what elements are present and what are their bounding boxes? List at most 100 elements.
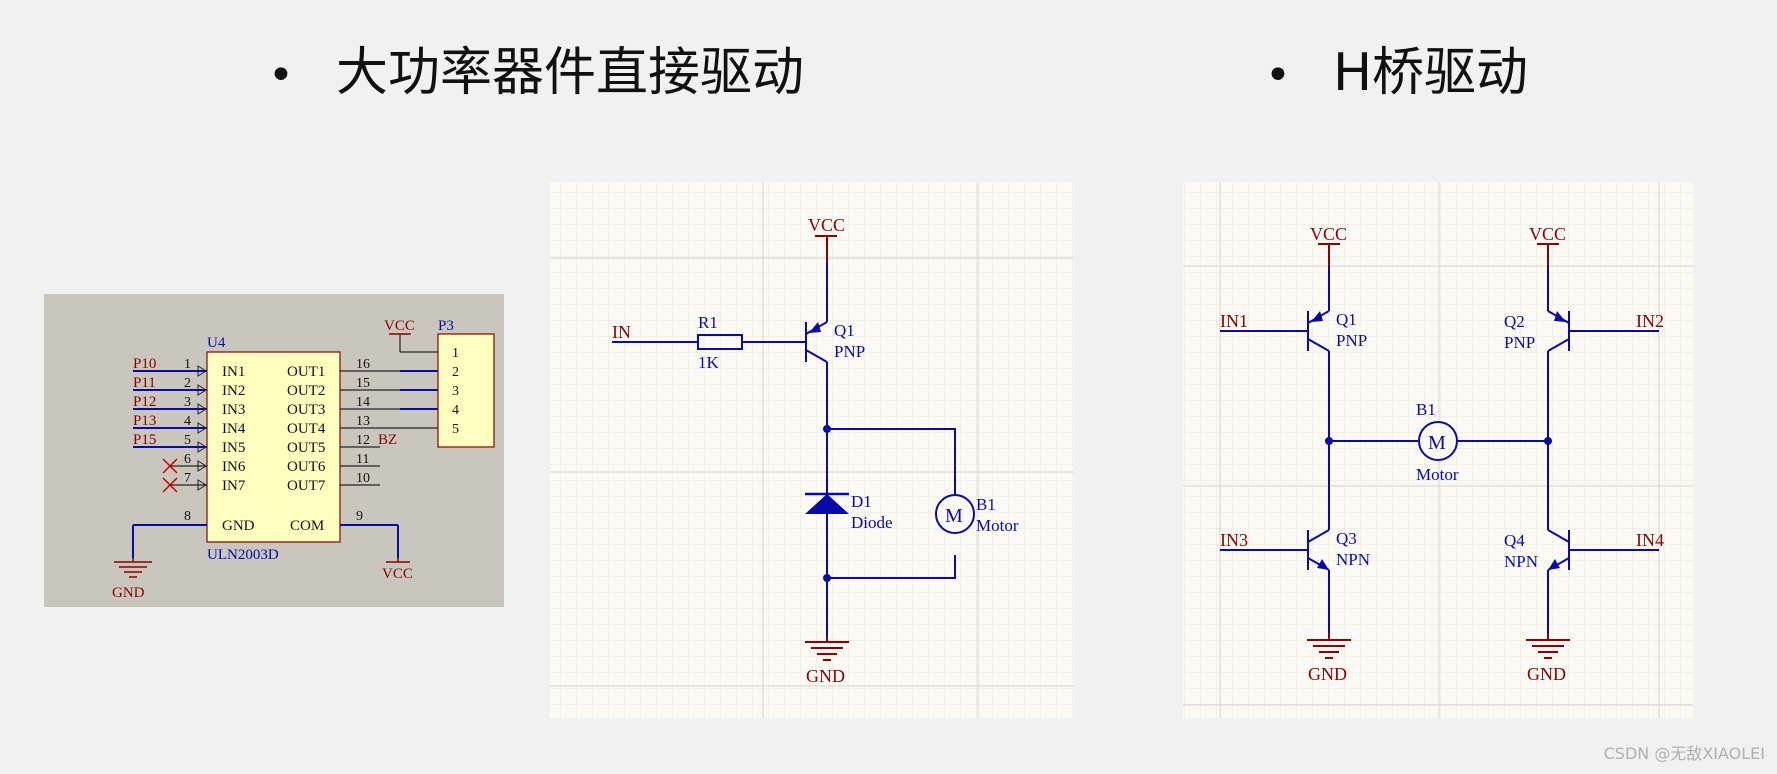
q1-ref: Q1 xyxy=(1336,310,1357,329)
pin-name: OUT1 xyxy=(287,364,325,380)
pin-name: IN2 xyxy=(222,383,245,399)
motor-ref: B1 xyxy=(1416,400,1436,419)
conn-pin: 4 xyxy=(452,403,459,418)
bullet-dot: • xyxy=(268,50,294,101)
d1-name: Diode xyxy=(851,513,893,532)
input-pin-names: IN1 IN2 IN3 IN4 IN5 IN6 IN7 xyxy=(222,364,246,494)
output-pin-numbers: 16 15 14 13 12 11 10 xyxy=(356,357,370,486)
q1-ref: Q1 xyxy=(834,321,855,340)
pin-number: 4 xyxy=(184,414,191,429)
gnd-symbol xyxy=(805,635,849,661)
watermark: CSDN @无敌XIAOLEI xyxy=(1603,744,1765,763)
q3-type: NPN xyxy=(1336,550,1370,569)
pin-name: IN5 xyxy=(222,440,245,456)
pin-name: OUT2 xyxy=(287,383,325,399)
pin-number: 3 xyxy=(184,395,191,410)
pin-name: OUT4 xyxy=(287,421,326,437)
pin-name: OUT5 xyxy=(287,440,325,456)
pin-number: 11 xyxy=(356,452,369,467)
q4-type: NPN xyxy=(1504,552,1538,571)
direct-wires xyxy=(612,262,956,635)
gnd-left-label: GND xyxy=(1308,664,1347,684)
junction-dot xyxy=(1325,437,1333,445)
pnp-arrow xyxy=(1311,311,1323,322)
net-p13: P13 xyxy=(133,413,156,429)
pin-number: 14 xyxy=(356,395,370,410)
junction-dot xyxy=(1544,437,1552,445)
net-bz: BZ xyxy=(378,432,397,448)
junction-dot xyxy=(823,425,831,433)
pin-number: 15 xyxy=(356,376,370,391)
gnd-symbol-right xyxy=(1526,633,1570,659)
pin-number: 2 xyxy=(184,376,191,391)
pin-name: IN1 xyxy=(222,364,245,380)
connector-pin-numbers: 1 2 3 4 5 xyxy=(452,346,459,437)
q4-ref: Q4 xyxy=(1504,531,1525,550)
conn-pin: 2 xyxy=(452,365,459,380)
npn-arrow xyxy=(1317,559,1329,570)
pin-number: 6 xyxy=(184,452,191,467)
chip-ref: U4 xyxy=(207,335,226,351)
q1-type: PNP xyxy=(1336,331,1367,350)
output-pins xyxy=(340,370,438,486)
pin-name: IN3 xyxy=(222,402,245,418)
motor-b1 xyxy=(935,494,975,534)
com-pin-number: 9 xyxy=(356,509,363,524)
pin-name: IN7 xyxy=(222,478,246,494)
in4-label: IN4 xyxy=(1636,530,1664,550)
in2-label: IN2 xyxy=(1636,311,1664,331)
gnd-pin-number: 8 xyxy=(184,509,191,524)
gnd-symbol xyxy=(114,558,152,578)
pnp-arrow xyxy=(1554,311,1566,322)
connector-ref: P3 xyxy=(438,318,454,334)
net-p11: P11 xyxy=(133,375,156,391)
conn-pin: 1 xyxy=(452,346,459,361)
pin-number: 5 xyxy=(184,433,191,448)
vcc-label-top: VCC xyxy=(384,318,415,334)
gnd-label: GND xyxy=(112,585,145,601)
uln2003-chip xyxy=(206,351,341,543)
q2-ref: Q2 xyxy=(1504,312,1525,331)
vcc-symbol xyxy=(386,558,410,563)
motor-name: Motor xyxy=(976,516,1019,535)
grid-major xyxy=(1183,182,1693,718)
junction-dot xyxy=(823,574,831,582)
motor-b1 xyxy=(1418,421,1458,461)
r1-ref: R1 xyxy=(698,313,718,332)
pin-number: 16 xyxy=(356,357,370,372)
conn-pin: 3 xyxy=(452,384,459,399)
motor-ref: B1 xyxy=(976,495,996,514)
gnd-right-label: GND xyxy=(1527,664,1566,684)
gnd-symbol-left xyxy=(1307,633,1351,659)
net-p12: P12 xyxy=(133,394,156,410)
title-direct-drive-text: 大功率器件直接驱动 xyxy=(335,43,804,103)
motor-symbol: M xyxy=(1428,432,1446,454)
q2-type: PNP xyxy=(1504,333,1535,352)
chip-part: ULN2003D xyxy=(207,547,279,563)
diode-d1 xyxy=(805,494,849,514)
bullet-dot: • xyxy=(1265,50,1291,101)
uln2003-schematic: U4 ULN2003D P10 P11 P12 P13 P15 1 2 3 4 xyxy=(44,294,504,607)
pin-name: IN4 xyxy=(222,421,246,437)
gnd-pin-name: GND xyxy=(222,518,255,534)
title-h-bridge: •H桥驱动 xyxy=(1265,30,1528,105)
pin-number: 10 xyxy=(356,471,370,486)
motor-symbol: M xyxy=(945,505,963,527)
output-pin-names: OUT1 OUT2 OUT3 OUT4 OUT5 OUT6 OUT7 xyxy=(287,364,326,494)
h-bridge-schematic: VCC VCC IN1 IN2 IN3 IN4 xyxy=(1183,182,1693,718)
pin-number: 7 xyxy=(184,471,191,486)
pin-number: 13 xyxy=(356,414,370,429)
pin-name: OUT6 xyxy=(287,459,326,475)
direct-drive-schematic: VCC IN R1 1K Q1 PNP D1 xyxy=(550,182,1074,718)
pnp-arrow xyxy=(809,322,821,333)
net-p15: P15 xyxy=(133,432,156,448)
d1-ref: D1 xyxy=(851,492,872,511)
title-direct-drive: • 大功率器件直接驱动 xyxy=(268,30,804,105)
in-label: IN xyxy=(612,322,631,342)
in1-label: IN1 xyxy=(1220,311,1248,331)
vcc-right-label: VCC xyxy=(1529,224,1566,244)
r1-value: 1K xyxy=(698,353,720,372)
pin-name: IN6 xyxy=(222,459,246,475)
pin-number: 12 xyxy=(356,433,370,448)
